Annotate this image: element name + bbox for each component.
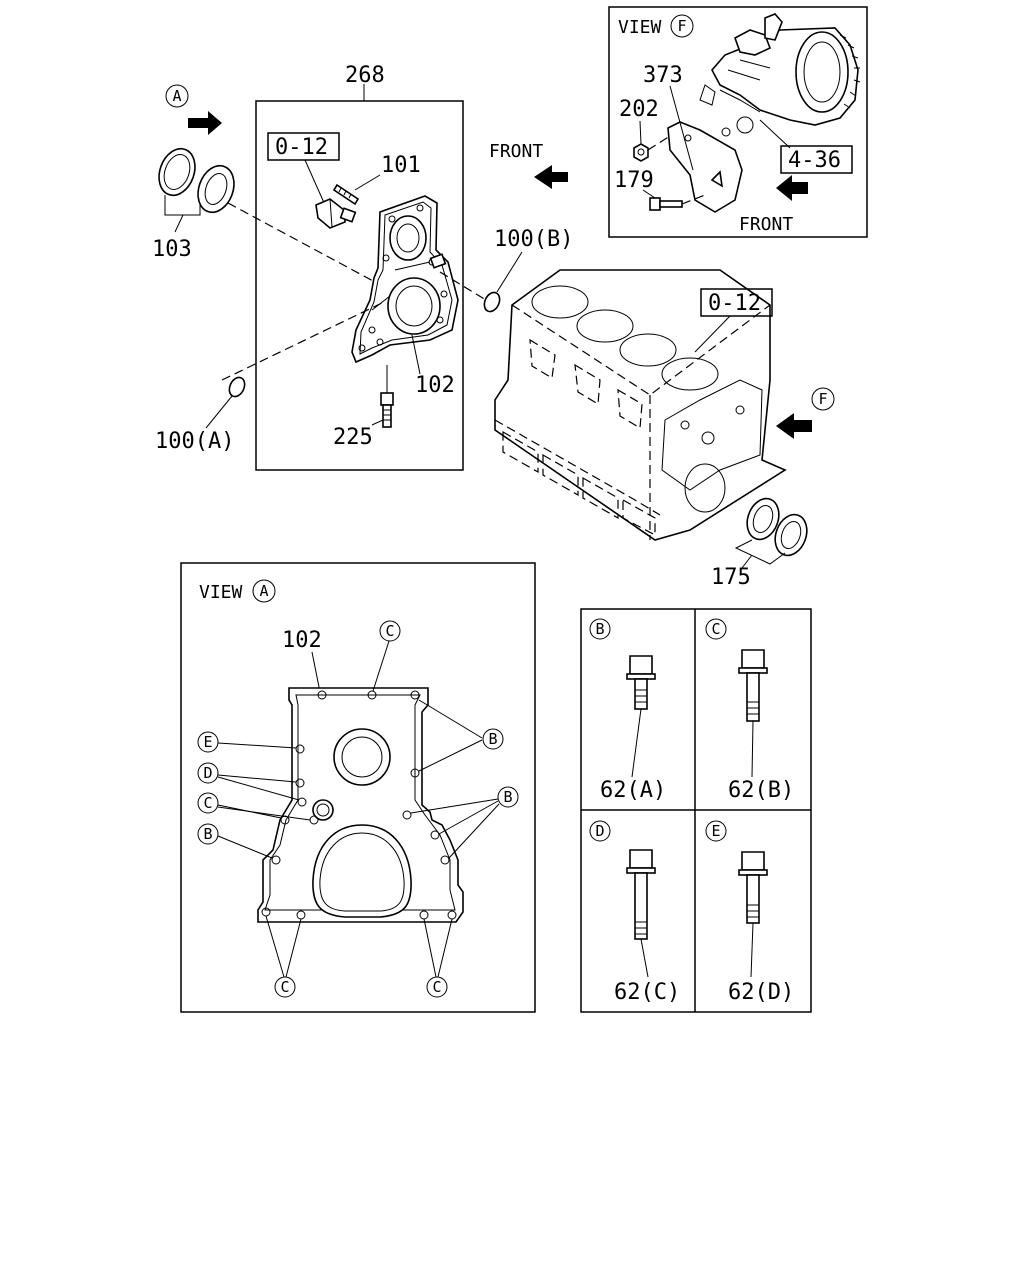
stud-101 bbox=[332, 183, 360, 206]
view-marker-f-main: F bbox=[818, 390, 827, 408]
label-373: 373 bbox=[643, 63, 683, 88]
bolt-cell-c-part: 62(B) bbox=[728, 778, 794, 803]
view-f-panel: VIEW F 373 202 bbox=[608, 6, 868, 238]
front-arrow-view-f bbox=[776, 175, 808, 201]
view-a-marker-b-right1: B bbox=[488, 730, 497, 748]
cover-front-view bbox=[257, 687, 464, 923]
view-f-title: VIEW bbox=[618, 17, 662, 38]
view-a-frame bbox=[180, 562, 536, 1013]
cover-assembly-group: 268 0-12 101 bbox=[255, 63, 464, 471]
label-101: 101 bbox=[381, 153, 421, 178]
bolt-cell-d-marker: D bbox=[595, 822, 604, 840]
bolt-cell-e-part: 62(D) bbox=[728, 980, 794, 1005]
label-225: 225 bbox=[333, 425, 373, 450]
view-marker-a-main: A bbox=[172, 87, 181, 105]
view-a-marker: A bbox=[259, 582, 268, 600]
label-175: 175 bbox=[711, 565, 751, 590]
engine-block bbox=[494, 269, 787, 541]
bolt-225 bbox=[380, 365, 394, 428]
label-103: 103 bbox=[152, 237, 192, 262]
bolt-cell-c-marker: C bbox=[711, 620, 720, 638]
assembly-line-oring-b bbox=[439, 271, 487, 301]
bracket-373 bbox=[667, 121, 743, 213]
view-a-title: VIEW bbox=[199, 582, 243, 603]
view-f-marker: F bbox=[677, 17, 686, 35]
bolt-cell-b-marker: B bbox=[595, 620, 604, 638]
injection-pump bbox=[699, 13, 861, 137]
oring-100a bbox=[228, 376, 246, 398]
view-a-panel: VIEW A 102 bbox=[180, 562, 536, 1013]
sensor-fitting bbox=[315, 198, 357, 229]
view-f-frame bbox=[608, 6, 868, 238]
view-a-marker-c-left: C bbox=[203, 794, 212, 812]
bolt-cell-d-part: 62(C) bbox=[614, 980, 680, 1005]
ref-box-4-36 bbox=[780, 145, 853, 174]
arrow-view-a bbox=[188, 111, 222, 135]
ref-box-0-12-cover bbox=[267, 132, 340, 161]
front-label-main: FRONT bbox=[489, 141, 543, 162]
label-268: 268 bbox=[345, 63, 385, 88]
assembly-frame-268 bbox=[255, 100, 464, 471]
oring-100b bbox=[483, 291, 501, 313]
ref-4-36: 4-36 bbox=[788, 148, 841, 173]
nut-202 bbox=[633, 135, 671, 162]
view-a-marker-c-bottom-right: C bbox=[432, 978, 441, 996]
front-cover-102 bbox=[351, 195, 459, 364]
view-a-marker-c-bottom-left: C bbox=[280, 978, 289, 996]
view-a-marker-b-right2: B bbox=[503, 788, 512, 806]
label-179: 179 bbox=[614, 168, 654, 193]
oil-seals-103: A 103 bbox=[152, 84, 235, 262]
view-a-marker-e-left: E bbox=[203, 733, 212, 751]
view-a-marker-d-left: D bbox=[203, 764, 212, 782]
bolt-cell-d: D 62(C) bbox=[589, 820, 680, 1005]
bolt-cell-b-part: 62(A) bbox=[600, 778, 666, 803]
label-100b: 100(B) bbox=[494, 227, 573, 252]
label-102: 102 bbox=[415, 373, 455, 398]
ref-0-12-cover: 0-12 bbox=[275, 135, 328, 160]
arrow-view-f bbox=[776, 413, 812, 439]
bolt-cell-e-marker: E bbox=[711, 822, 720, 840]
label-202: 202 bbox=[619, 97, 659, 122]
front-label-view-f: FRONT bbox=[739, 214, 793, 235]
label-100a: 100(A) bbox=[155, 429, 234, 454]
ref-0-12-block: 0-12 bbox=[708, 291, 761, 316]
seal-outer bbox=[158, 147, 196, 197]
assembly-line-oring-a bbox=[221, 301, 385, 381]
bolt-cell-b: B 62(A) bbox=[589, 618, 666, 803]
front-arrow-main bbox=[534, 165, 568, 189]
seal-inner bbox=[197, 164, 235, 214]
bolt-cell-c: C 62(B) bbox=[705, 618, 794, 803]
view-a-label-102: 102 bbox=[282, 628, 322, 653]
bolt-table: B 62(A) C 62(B) D bbox=[580, 608, 812, 1013]
ref-box-0-12-block bbox=[700, 288, 773, 317]
bolt-cell-e: E 62(D) bbox=[705, 820, 794, 1005]
view-a-marker-c-top: C bbox=[385, 622, 394, 640]
view-a-marker-b-left: B bbox=[203, 825, 212, 843]
rear-seals-175 bbox=[734, 497, 808, 569]
